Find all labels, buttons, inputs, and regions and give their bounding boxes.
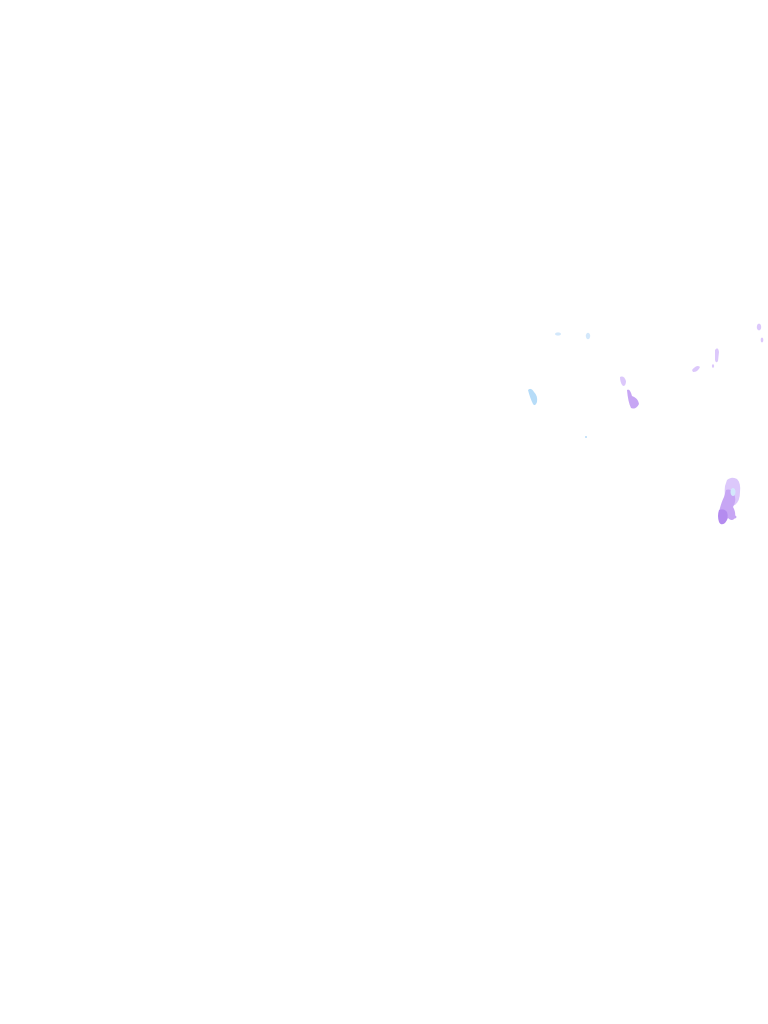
paint-speck [585, 436, 587, 438]
paint-blob [528, 388, 538, 406]
paint-speck [760, 337, 764, 343]
paint-speck [692, 366, 700, 372]
paint-speck [555, 332, 561, 336]
paint-drip [627, 389, 639, 409]
paint-splash [718, 477, 741, 525]
paint-splash-highlight [730, 488, 736, 496]
paint-speck [733, 515, 737, 519]
paint-speck [585, 332, 591, 340]
paint-blob [620, 376, 626, 386]
paint-splash-tail [718, 509, 728, 525]
paint-speck [711, 364, 715, 368]
paint-streak [715, 348, 719, 363]
paint-speck [756, 323, 762, 331]
